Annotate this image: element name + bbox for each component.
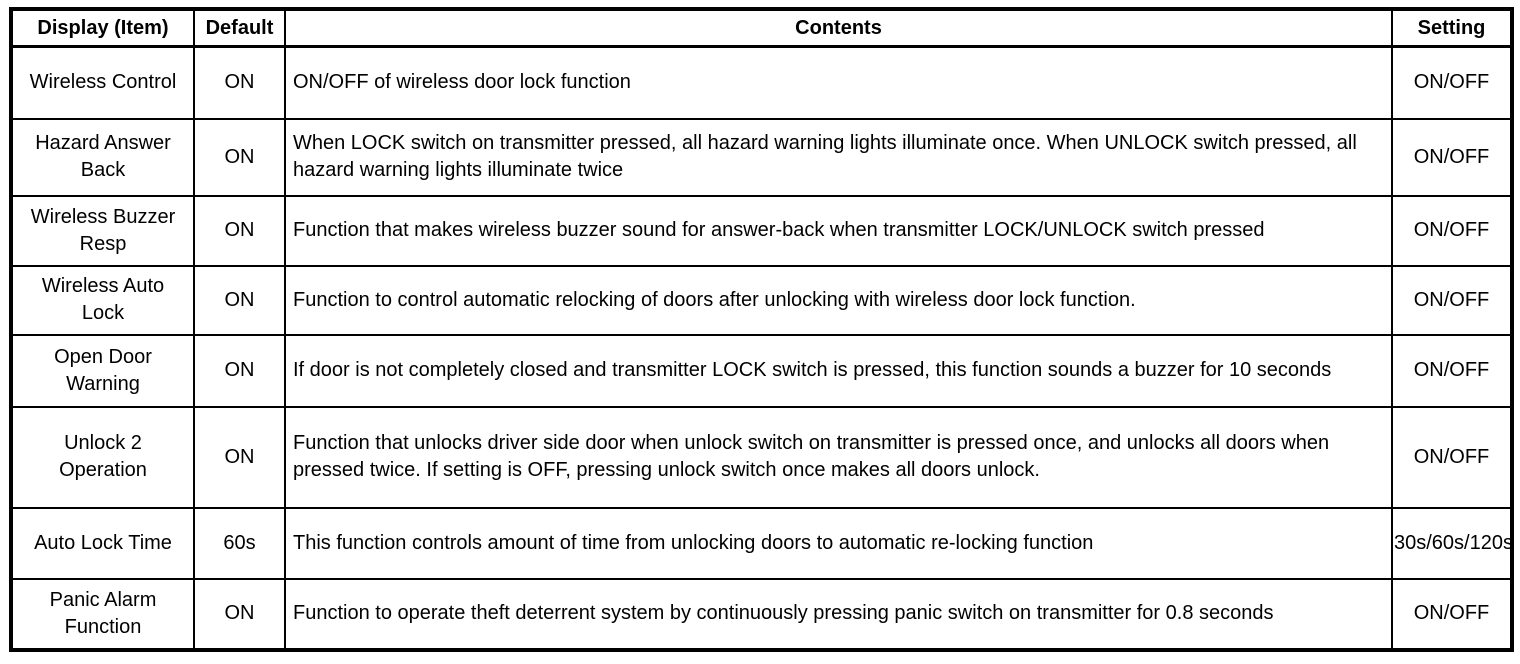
default-value-cell: ON	[193, 333, 286, 408]
table-row-unlock-2-operation: Unlock 2 Operation ON Function that unlo…	[10, 405, 1513, 509]
col-header-setting: Setting	[1391, 8, 1513, 48]
header-row: Display (Item) Default Contents Setting	[10, 8, 1513, 48]
table-row-wireless-buzzer-resp: Wireless Buzzer Resp ON Function that ma…	[10, 194, 1513, 267]
setting-options-cell: ON/OFF	[1391, 577, 1513, 651]
default-value-cell: 60s	[193, 506, 286, 580]
table-row-wireless-control: Wireless Control ON ON/OFF of wireless d…	[10, 45, 1513, 120]
default-value-cell: ON	[193, 194, 286, 267]
table-row-open-door-warning: Open Door Warning ON If door is not comp…	[10, 333, 1513, 408]
contents-cell: ON/OFF of wireless door lock function	[284, 45, 1393, 120]
display-item-cell: Wireless Control	[10, 45, 195, 120]
setting-options-cell: ON/OFF	[1391, 117, 1513, 197]
display-item-cell: Hazard Answer Back	[10, 117, 195, 197]
default-value-cell: ON	[193, 45, 286, 120]
setting-options-cell: ON/OFF	[1391, 333, 1513, 408]
contents-cell: Function that unlocks driver side door w…	[284, 405, 1393, 509]
default-value-cell: ON	[193, 577, 286, 651]
table-row-auto-lock-time: Auto Lock Time 60s This function control…	[10, 506, 1513, 580]
contents-cell: This function controls amount of time fr…	[284, 506, 1393, 580]
col-header-contents: Contents	[284, 8, 1393, 48]
setting-options-cell: ON/OFF	[1391, 264, 1513, 336]
display-item-cell: Unlock 2 Operation	[10, 405, 195, 509]
contents-cell: When LOCK switch on transmitter pressed,…	[284, 117, 1393, 197]
display-item-cell: Open Door Warning	[10, 333, 195, 408]
setting-options-cell: ON/OFF	[1391, 194, 1513, 267]
default-value-cell: ON	[193, 405, 286, 509]
setting-options-cell: ON/OFF	[1391, 405, 1513, 509]
col-header-display-item: Display (Item)	[10, 8, 195, 48]
setting-options-cell: 30s/60s/120s	[1391, 506, 1513, 580]
contents-cell: If door is not completely closed and tra…	[284, 333, 1393, 408]
table-row-panic-alarm-function: Panic Alarm Function ON Function to oper…	[10, 577, 1513, 651]
table-row-wireless-auto-lock: Wireless Auto Lock ON Function to contro…	[10, 264, 1513, 336]
display-item-cell: Wireless Auto Lock	[10, 264, 195, 336]
contents-cell: Function to operate theft deterrent syst…	[284, 577, 1393, 651]
contents-cell: Function to control automatic relocking …	[284, 264, 1393, 336]
setting-options-cell: ON/OFF	[1391, 45, 1513, 120]
wireless-door-lock-settings-table: Display (Item) Default Contents Setting …	[9, 7, 1514, 652]
display-item-cell: Auto Lock Time	[10, 506, 195, 580]
col-header-default: Default	[193, 8, 286, 48]
default-value-cell: ON	[193, 264, 286, 336]
contents-cell: Function that makes wireless buzzer soun…	[284, 194, 1393, 267]
display-item-cell: Wireless Buzzer Resp	[10, 194, 195, 267]
table-row-hazard-answer-back: Hazard Answer Back ON When LOCK switch o…	[10, 117, 1513, 197]
default-value-cell: ON	[193, 117, 286, 197]
display-item-cell: Panic Alarm Function	[10, 577, 195, 651]
